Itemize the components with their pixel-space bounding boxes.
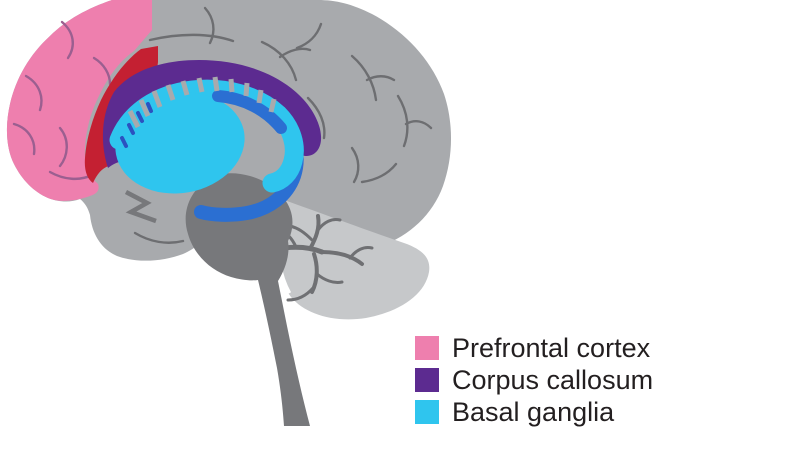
legend-label-corpus-callosum: Corpus callosum bbox=[452, 364, 654, 395]
legend-label-basal-ganglia: Basal ganglia bbox=[452, 396, 615, 427]
striation-ticks bbox=[127, 76, 277, 129]
legend-item-basal-ganglia: Basal ganglia bbox=[415, 396, 653, 427]
prefrontal-cortex-region bbox=[6, 0, 152, 201]
legend-swatch-corpus-callosum bbox=[415, 368, 439, 392]
legend: Prefrontal cortex Corpus callosum Basal … bbox=[415, 332, 654, 427]
legend-swatch-basal-ganglia bbox=[415, 400, 439, 424]
internal-capsule-stripe-band bbox=[212, 90, 287, 134]
legend-swatch-prefrontal-cortex bbox=[415, 336, 439, 360]
arbor-vitae-lines bbox=[276, 214, 374, 302]
cortex-sulci-lines bbox=[133, 6, 433, 244]
caudate-navy-dashes bbox=[120, 102, 153, 148]
corpus-callosum-region bbox=[102, 60, 322, 168]
brainstem-region bbox=[185, 173, 310, 426]
basal-ganglia-blob bbox=[115, 92, 245, 194]
legend-item-corpus-callosum: Corpus callosum bbox=[415, 364, 654, 395]
legend-label-prefrontal-cortex: Prefrontal cortex bbox=[452, 332, 651, 363]
lateral-fissure-zigzag bbox=[124, 190, 157, 224]
legend-item-prefrontal-cortex: Prefrontal cortex bbox=[415, 332, 653, 363]
prefrontal-sulci-lines bbox=[12, 20, 112, 180]
